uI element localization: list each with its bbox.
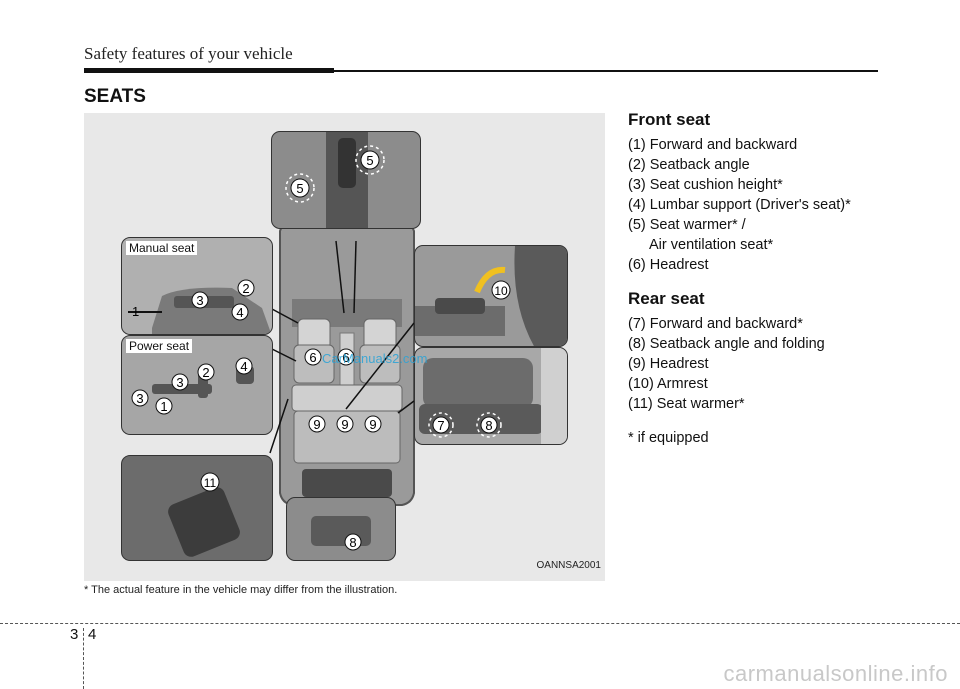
figure-code: OANNSA2001 (536, 560, 601, 571)
front-seat-heading: Front seat (628, 110, 711, 129)
callout-8-rear: 8 (485, 418, 492, 433)
inset-door-switch: 11 (121, 455, 273, 561)
manual-seat-label: Manual seat (126, 241, 198, 255)
header-rule-thick (84, 68, 334, 73)
callout-2-manual: 2 (242, 281, 249, 296)
seats-illustration: 5 5 Manual seat 1 3 2 4 Power seat (84, 113, 605, 581)
inset-rear-seat: 7 8 (414, 347, 568, 445)
console-drawing: 5 5 (285, 132, 385, 228)
footer-dashed-rule (0, 623, 960, 624)
front-seat-item: (4) Lumbar support (Driver's seat)* (628, 197, 851, 213)
rear-seat-item: (8) Seatback angle and folding (628, 336, 825, 352)
header-rule-thin (334, 70, 878, 72)
equipment-footnote: * if equipped (628, 430, 709, 446)
callout-3b-power: 3 (176, 375, 183, 390)
running-header: Safety features of your vehicle (84, 44, 293, 63)
inset-manual-seat: Manual seat 1 3 2 4 (121, 237, 273, 335)
callout-4-manual: 4 (236, 305, 243, 320)
manual-seat-drawing: 1 3 2 4 (128, 279, 272, 334)
chapter-number: 3 (70, 626, 79, 643)
front-seat-item-continued: Air ventilation seat* (649, 237, 774, 253)
rear-seat-item: (9) Headrest (628, 356, 709, 372)
rear-seat-item: (11) Seat warmer* (628, 396, 745, 412)
callout-7: 7 (437, 418, 444, 433)
rear-seat-heading: Rear seat (628, 289, 705, 308)
front-seat-item: (2) Seatback angle (628, 157, 750, 173)
page-number: 4 (88, 626, 97, 643)
inset-armrest: 10 (414, 245, 568, 347)
inset-power-seat: Power seat 3 3 2 4 1 (121, 335, 273, 435)
inset-console: 5 5 (271, 131, 421, 229)
callout-5b: 5 (366, 153, 373, 168)
armrest-drawing: 10 (415, 246, 567, 346)
rear-seat-drawing: 7 8 (419, 348, 567, 444)
callout-1-power: 1 (160, 399, 167, 414)
callout-11: 11 (204, 476, 217, 490)
callout-3-manual: 3 (196, 293, 203, 308)
rear-seat-item: (7) Forward and backward* (628, 316, 803, 332)
rear-seat-item: (10) Armrest (628, 376, 708, 392)
front-seat-item: (1) Forward and backward (628, 137, 798, 153)
front-seat-item: (6) Headrest (628, 257, 709, 273)
site-watermark-footer: carmanualsonline.info (723, 661, 948, 686)
figure-caption-note: * The actual feature in the vehicle may … (84, 584, 398, 596)
callout-4-power: 4 (240, 359, 247, 374)
front-seat-item: (3) Seat cushion height* (628, 177, 783, 193)
callout-3a-power: 3 (136, 391, 143, 406)
power-seat-drawing: 3 3 2 4 1 (131, 357, 254, 415)
callout-5a: 5 (296, 181, 303, 196)
front-seat-item: (5) Seat warmer* / (628, 217, 746, 233)
callout-10: 10 (494, 284, 508, 298)
footer-dashed-divider (83, 628, 84, 689)
power-seat-label: Power seat (126, 339, 193, 353)
callout-1-manual: 1 (132, 304, 139, 319)
door-switch-drawing: 11 (168, 472, 240, 557)
inset-rear-release: 8 (286, 497, 396, 561)
rear-release-drawing: 8 (311, 516, 371, 551)
section-title: SEATS (84, 86, 146, 107)
callout-8-release: 8 (349, 535, 356, 550)
legend-column: Front seat (1) Forward and backward (2) … (628, 110, 928, 448)
callout-2-power: 2 (202, 365, 209, 380)
